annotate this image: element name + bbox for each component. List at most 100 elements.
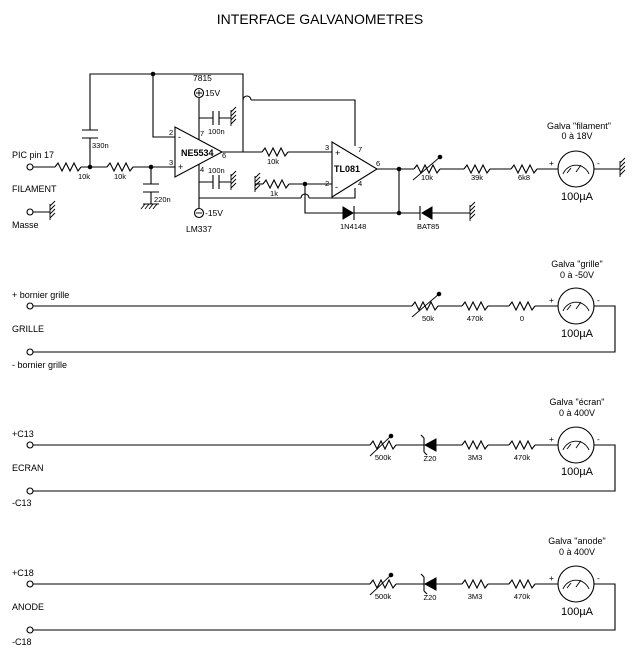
diode-bat85 (421, 206, 433, 220)
op2-pin-label: 7 (358, 145, 362, 154)
meter-plus: + (549, 573, 554, 583)
resistor-icon (461, 300, 489, 312)
label-c13-plus: +C13 (12, 429, 34, 439)
ground-icon (469, 201, 476, 221)
resistor-icon (261, 146, 289, 158)
label-range-ecran: 0 à 400V (559, 408, 595, 418)
ground-icon (230, 106, 237, 126)
op1-sign: + (178, 162, 183, 172)
label-c-dec-top: 100n (208, 127, 225, 136)
label-trim-ecran: 500k (375, 453, 392, 462)
op2-pin-label: 4 (358, 179, 362, 188)
meter-icon (557, 565, 595, 603)
resistor-icon (510, 163, 538, 175)
label-reg-pos: 7815 (193, 73, 212, 83)
trimmer-icon (369, 439, 397, 451)
resistor-icon (508, 300, 536, 312)
label-grille: GRILLE (12, 324, 44, 334)
label-r2-anode: 470k (514, 592, 531, 601)
meter-icon (557, 426, 595, 464)
label-reg-neg: LM337 (186, 224, 212, 234)
label-v-neg: -15V (205, 208, 223, 218)
op1-pin-label: 6 (222, 151, 226, 160)
label-current-anode: 100µA (561, 606, 594, 618)
label-trim-grille: 50k (422, 314, 434, 323)
label-v-pos: 15V (205, 88, 220, 98)
label-r2-grille: 0 (520, 314, 524, 323)
meter-plus: + (549, 434, 554, 444)
meter-plus: + (549, 295, 554, 305)
resistor-icon (54, 161, 82, 173)
zener-icon (423, 577, 437, 591)
resistor-icon (461, 439, 489, 451)
label-c-dec-bot: 100n (208, 166, 225, 175)
meter-plus: + (549, 158, 554, 168)
label-range-anode: 0 à 400V (559, 547, 595, 557)
label-diode1: 1N4148 (340, 222, 366, 231)
label-c-ground: 220n (154, 195, 171, 204)
label-opamp1: NE5534 (181, 148, 214, 158)
label-meter-grille: Galva "grille" (551, 259, 602, 269)
resistor-icon (461, 578, 489, 590)
supply-positive-icon (193, 87, 205, 99)
label-c18-plus: +C18 (12, 568, 34, 578)
label-r2-ecran: 470k (514, 453, 531, 462)
label-meter-filament: Galva "filament" (547, 121, 611, 131)
resistor-icon (106, 161, 134, 173)
op2-sign: + (335, 148, 340, 158)
meter-icon (557, 287, 595, 325)
label-range-grille: 0 à -50V (560, 270, 594, 280)
page-title: INTERFACE GALVANOMETRES (217, 11, 423, 27)
label-current-filament: 100µA (561, 191, 594, 203)
terminal-c18-plus (26, 580, 34, 588)
trimmer-icon (413, 163, 441, 175)
ground-icon (254, 172, 261, 192)
meter-minus: - (597, 434, 600, 444)
label-r-out1: 39k (471, 173, 483, 182)
label-zener-ecran: Z20 (424, 454, 437, 463)
op1-sign: - (178, 132, 181, 142)
ground-icon (230, 170, 237, 190)
capacitor-icon (82, 129, 98, 139)
label-trim-anode: 500k (375, 592, 392, 601)
label-current-grille: 100µA (561, 328, 594, 340)
op1-pin-label: 3 (169, 158, 173, 167)
op2-pin-label: 6 (376, 159, 380, 168)
op1-pin-label: 4 (200, 165, 204, 174)
capacitor-icon (212, 111, 220, 125)
op2-sign: - (335, 182, 338, 192)
diode-1n4148 (342, 206, 354, 220)
label-masse: Masse (12, 220, 39, 230)
label-r-in-b: 10k (114, 172, 126, 181)
label-current-ecran: 100µA (561, 466, 594, 478)
terminal-c13-plus (26, 441, 34, 449)
label-pic-pin17: PIC pin 17 (12, 150, 54, 160)
label-c13-minus: -C13 (12, 498, 32, 508)
resistor-icon (262, 178, 290, 190)
label-r-fb: 1k (270, 189, 278, 198)
op1-pin-label: 7 (200, 129, 204, 138)
terminal-grille-minus (26, 348, 34, 356)
capacitor-icon (143, 183, 159, 193)
label-trim-filament: 10k (421, 173, 433, 182)
terminal-c18-minus (26, 626, 34, 634)
trimmer-icon (369, 578, 397, 590)
resistor-icon (508, 439, 536, 451)
label-r-out2: 6k8 (518, 173, 530, 182)
label-meter-ecran: Galva "écran" (550, 397, 605, 407)
op1-pin-label: 2 (169, 128, 173, 137)
ground-icon (140, 203, 159, 210)
terminal-c13-minus (26, 487, 34, 495)
ground-icon (619, 157, 626, 177)
label-r1-grille: 470k (467, 314, 484, 323)
resistor-icon (508, 578, 536, 590)
label-meter-anode: Galva "anode" (548, 536, 605, 546)
ecran-section: +C13 ECRAN -C13 500k Z20 3M3 470k + - Ga… (12, 397, 616, 508)
label-r-mid: 10k (267, 157, 279, 166)
capacitor-icon (212, 175, 220, 189)
resistor-icon (463, 163, 491, 175)
anode-section: +C18 ANODE -C18 500k Z20 3M3 470k + - Ga… (12, 536, 616, 647)
label-range-filament: 0 à 18V (561, 131, 592, 141)
terminal-pic-pin17 (26, 163, 34, 171)
label-r1-anode: 3M3 (468, 592, 483, 601)
